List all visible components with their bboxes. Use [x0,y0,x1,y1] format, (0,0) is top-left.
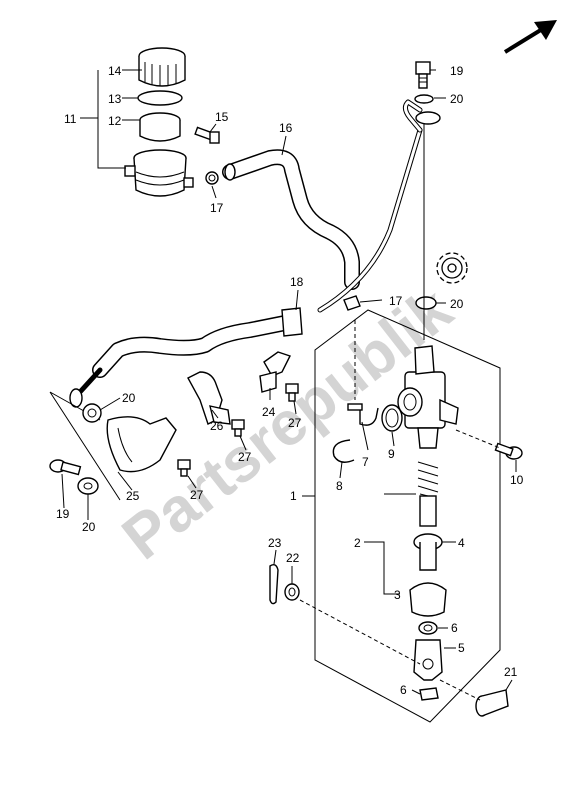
reservoir-diaphragm [139,112,181,142]
front-direction-arrow-icon [503,20,557,54]
callout-19-lower: 19 [56,507,70,521]
bolt-15 [194,126,220,144]
hose-guide-25 [106,416,177,473]
callout-8: 8 [336,479,343,493]
nut-6-lower [419,687,439,701]
callout-13: 13 [108,92,122,106]
callout-16: 16 [279,121,293,135]
reservoir-cap [138,47,186,87]
callout-27-b: 27 [238,450,252,464]
bolt-27-b [231,419,245,437]
callout-6-upper: 6 [451,621,458,635]
callout-20-upper: 20 [450,92,464,106]
callout-5: 5 [458,641,465,655]
o-ring-9 [381,404,403,432]
brake-pipe [317,99,423,313]
callout-20-lower: 20 [82,520,96,534]
brake-hose-18 [69,307,303,408]
master-cylinder-body [397,345,459,449]
callout-1: 1 [290,489,297,503]
spring [417,461,439,499]
clamp-24 [259,351,291,393]
callouts: 14 13 11 12 15 17 16 19 20 18 17 20 20 2… [56,64,524,697]
callout-21: 21 [504,665,518,679]
callout-27-c: 27 [190,488,204,502]
master-cylinder-frame [314,309,501,723]
callout-6-lower: 6 [400,683,407,697]
washer-20-upper-a [414,94,434,104]
washer-22 [284,583,300,601]
callout-20-left: 20 [122,391,136,405]
callout-7: 7 [362,455,369,469]
boot-3 [409,582,447,617]
callout-14: 14 [108,64,122,78]
piston-assembly-2 [413,495,443,571]
callout-19-upper: 19 [450,64,464,78]
clevis-5 [413,639,443,681]
callout-24: 24 [262,405,276,419]
washer-20-left [82,403,102,423]
clamp-26 [187,371,231,425]
callout-18: 18 [290,275,304,289]
banjo-bolt-19-upper [415,61,431,89]
hose-16 [222,149,360,290]
callout-17-upper: 17 [210,201,224,215]
callout-23: 23 [268,536,282,550]
hose-clamp-17-lower [343,295,361,311]
reservoir-body [124,149,194,197]
clevis-pin-21 [475,689,509,717]
reservoir-fitting-7 [347,403,379,426]
bolt-10 [494,442,523,460]
callout-20-mid: 20 [450,297,464,311]
callout-3: 3 [394,588,401,602]
washer-20-mid [415,296,437,310]
circlip-8 [332,439,355,463]
reservoir-plate [137,90,183,106]
callout-27-a: 27 [288,416,302,430]
callout-22: 22 [286,551,300,565]
callout-4: 4 [458,536,465,550]
bolt-19-lower [49,459,82,476]
callout-15: 15 [215,110,229,124]
callout-10: 10 [510,473,524,487]
bolt-27-a [285,383,299,402]
callout-2: 2 [354,536,361,550]
washer-20-upper-b [415,111,441,125]
callout-12: 12 [108,114,122,128]
hose-clamp-17-upper [205,171,219,185]
nut-6-upper [418,621,438,635]
washer-20-lower [77,477,99,495]
gear-icon [436,252,468,284]
bolt-27-c [177,459,191,477]
callout-26: 26 [210,419,224,433]
reservoir-assembly [124,47,194,197]
callout-25: 25 [126,489,140,503]
callout-11: 11 [64,112,77,126]
callout-17-lower: 17 [389,294,403,308]
cotter-pin-23 [269,563,279,605]
callout-9: 9 [388,447,395,461]
leader-lines [61,69,517,695]
